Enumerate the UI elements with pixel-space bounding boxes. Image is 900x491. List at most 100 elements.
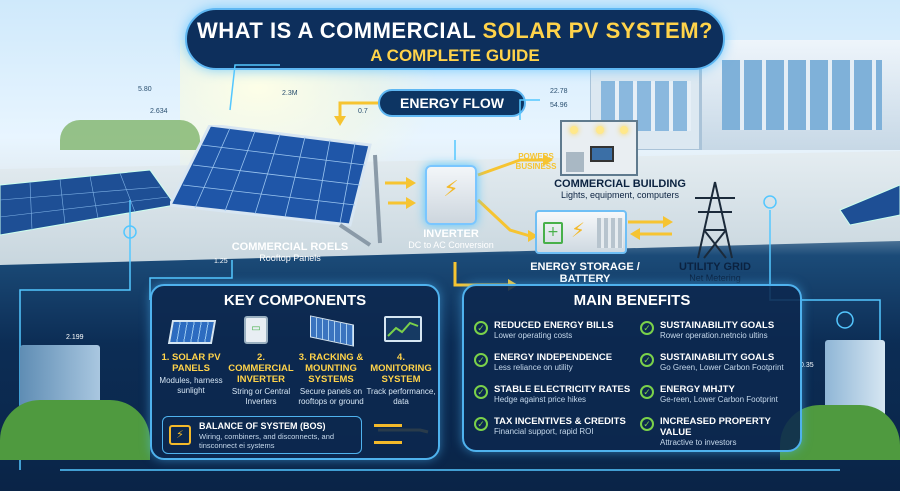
component-2-title: 2. COMMERCIAL INVERTER xyxy=(228,352,294,385)
bos-box: ⚡ BALANCE OF SYSTEM (BOS) Wiring, combin… xyxy=(162,416,362,454)
key-components-panel: KEY COMPONENTS ▭ 1. SOLAR PV PANELS Modu… xyxy=(150,284,440,460)
inverter-label: INVERTER DC to AC Conversion xyxy=(405,228,497,250)
component-4: 4. MONITORING SYSTEM Track performance, … xyxy=(366,352,436,407)
readout-5: 54.96 xyxy=(550,102,568,109)
computer-icon xyxy=(590,146,614,162)
inverter-title: INVERTER xyxy=(423,228,479,240)
panels-label: COMMERCIAL ROELS Rooftop Panels xyxy=(225,241,355,263)
benefit-8-title: INCREASED PROPERTY VALUE xyxy=(660,416,771,438)
office-building xyxy=(700,40,900,150)
bos-desc: Wiring, combiners, and disconnects, and … xyxy=(199,432,335,450)
readout-4: 22.78 xyxy=(550,88,568,95)
component-3-title: 3. RACKING & MOUNTING SYSTEMS xyxy=(298,352,364,385)
benefit-7-title: TAX INCENTIVES & CREDITS xyxy=(494,416,626,427)
background-panels-left xyxy=(0,169,176,236)
storage-label: ENERGY STORAGE / BATTERY xyxy=(510,261,660,285)
benefit-3-title: ENERGY INDEPENDENCE xyxy=(494,352,613,363)
readout-1: 2.3M xyxy=(282,90,298,97)
background-panels-right xyxy=(839,184,900,226)
readout-7: 2.199 xyxy=(66,334,84,341)
inverter-subtitle: DC to AC Conversion xyxy=(408,240,494,250)
grid-subtitle: Net Metering xyxy=(689,273,741,283)
benefit-1-desc: Lower operating costs xyxy=(494,331,573,340)
energy-flow-label: ENERGY FLOW xyxy=(378,89,526,117)
benefit-1-title: REDUCED ENERGY BILLS xyxy=(494,320,614,331)
benefit-1: ✓ REDUCED ENERGY BILLS Lower operating c… xyxy=(474,320,634,341)
building-subtitle: Lights, equipment, computers xyxy=(560,190,680,200)
benefit-3: ✓ ENERGY INDEPENDENCE Less reliance on u… xyxy=(474,352,634,373)
benefit-2: ✓ SUSTAINABILITY GOALS Rower operation.n… xyxy=(640,320,800,341)
component-1-desc: Modules, harness sunlight xyxy=(159,376,223,395)
title-line-2: A COMPLETE GUIDE xyxy=(370,46,540,65)
benefit-7: ✓ TAX INCENTIVES & CREDITS Financial sup… xyxy=(474,416,634,437)
bos-icon: ⚡ xyxy=(169,425,191,445)
benefit-8-desc: Attractive to investors xyxy=(660,438,737,447)
benefit-7-desc: Financial support, rapid ROI xyxy=(494,427,594,436)
title-banner: WHAT IS A COMMERCIAL SOLAR PV SYSTEM? A … xyxy=(185,8,725,70)
panels-title: COMMERCIAL ROELS xyxy=(231,241,349,253)
battery-icon: + xyxy=(543,222,563,244)
lightning-icon: ⚡ xyxy=(443,177,459,202)
title-prefix: WHAT IS A COMMERCIAL xyxy=(197,18,483,43)
grid-title: UTILITY GRID xyxy=(679,261,751,273)
inverter-box: ⚡ xyxy=(425,165,477,225)
key-components-title: KEY COMPONENTS xyxy=(223,292,367,309)
bos-title: BALANCE OF SYSTEM (BOS) xyxy=(199,421,326,431)
benefit-6: ✓ ENERGY MHJTY Ge-reen, Lower Carbon Foo… xyxy=(640,384,800,405)
readout-2: 2.634 xyxy=(150,108,168,115)
component-1-title: 1. SOLAR PV PANELS xyxy=(161,352,221,374)
powers-business-label: POWERS BUSINESS xyxy=(515,152,557,171)
utility-tower-icon xyxy=(695,181,735,259)
benefit-3-desc: Less reliance on utility xyxy=(494,363,573,372)
main-benefits-panel: MAIN BENEFITS ✓ REDUCED ENERGY BILLS Low… xyxy=(462,284,802,452)
battery-lightning-icon: ⚡ xyxy=(571,218,586,242)
building-label: COMMERCIAL BUILDING Lights, equipment, c… xyxy=(540,178,700,200)
battery-unit: + ⚡ xyxy=(535,210,627,254)
readout-9: 0.7 xyxy=(358,108,368,115)
solar-panel-main xyxy=(170,125,382,247)
check-icon: ✓ xyxy=(640,385,654,399)
building-title: COMMERCIAL BUILDING xyxy=(554,178,686,190)
component-2: 2. COMMERCIAL INVERTER String or Central… xyxy=(226,352,296,407)
benefit-6-title: ENERGY MHJTY xyxy=(660,384,735,395)
component-4-title: 4. MONITORING SYSTEM xyxy=(370,352,432,385)
solar-panel-icon xyxy=(167,320,217,344)
benefit-5-title: STABLE ELECTRICITY RATES xyxy=(494,384,631,395)
panels-subtitle: Rooftop Panels xyxy=(259,253,321,263)
readout-6: 1.25 xyxy=(214,258,228,265)
check-icon: ✓ xyxy=(474,321,488,335)
trees-top xyxy=(60,120,200,150)
benefit-4-title: SUSTAINABILITY GOALS xyxy=(660,352,775,363)
benefit-6-desc: Ge-reen, Lower Carbon Footprint xyxy=(660,395,778,404)
grid-label: UTILITY GRID Net Metering xyxy=(665,261,765,283)
benefit-8: ✓ INCREASED PROPERTY VALUE Attractive to… xyxy=(640,416,800,448)
component-3: 3. RACKING & MOUNTING SYSTEMS Secure pan… xyxy=(296,352,366,407)
component-1: 1. SOLAR PV PANELS Modules, harness sunl… xyxy=(156,352,226,396)
building-interior xyxy=(560,120,638,176)
benefit-4-desc: Go Green, Lower Carbon Footprint xyxy=(660,363,784,372)
check-icon: ✓ xyxy=(640,321,654,335)
trees-bottom-left xyxy=(0,400,150,460)
title-highlight: SOLAR PV SYSTEM? xyxy=(482,18,713,43)
inverter-icon: ▭ xyxy=(244,316,268,344)
check-icon: ✓ xyxy=(474,417,488,431)
title-line-1: WHAT IS A COMMERCIAL SOLAR PV SYSTEM? xyxy=(187,18,723,44)
readout-8: 0.35 xyxy=(800,362,814,369)
benefit-5: ✓ STABLE ELECTRICITY RATES Hedge against… xyxy=(474,384,634,405)
component-2-desc: String or Central Inverters xyxy=(231,387,291,406)
benefit-2-title: SUSTAINABILITY GOALS xyxy=(660,320,775,331)
benefit-2-desc: Rower operation.netncio ultins xyxy=(660,331,768,340)
racking-icon xyxy=(310,315,354,347)
benefit-4: ✓ SUSTAINABILITY GOALS Go Green, Lower C… xyxy=(640,352,800,373)
check-icon: ✓ xyxy=(474,353,488,367)
benefit-5-desc: Hedge against price hikes xyxy=(494,395,587,404)
wiring-icon xyxy=(374,424,402,444)
component-4-desc: Track performance, data xyxy=(366,387,436,406)
check-icon: ✓ xyxy=(474,385,488,399)
component-3-desc: Secure panels on rooftops or ground xyxy=(298,387,364,406)
check-icon: ✓ xyxy=(640,417,654,431)
main-benefits-title: MAIN BENEFITS xyxy=(573,292,691,309)
storage-title: ENERGY STORAGE / BATTERY xyxy=(530,261,640,285)
check-icon: ✓ xyxy=(640,353,654,367)
